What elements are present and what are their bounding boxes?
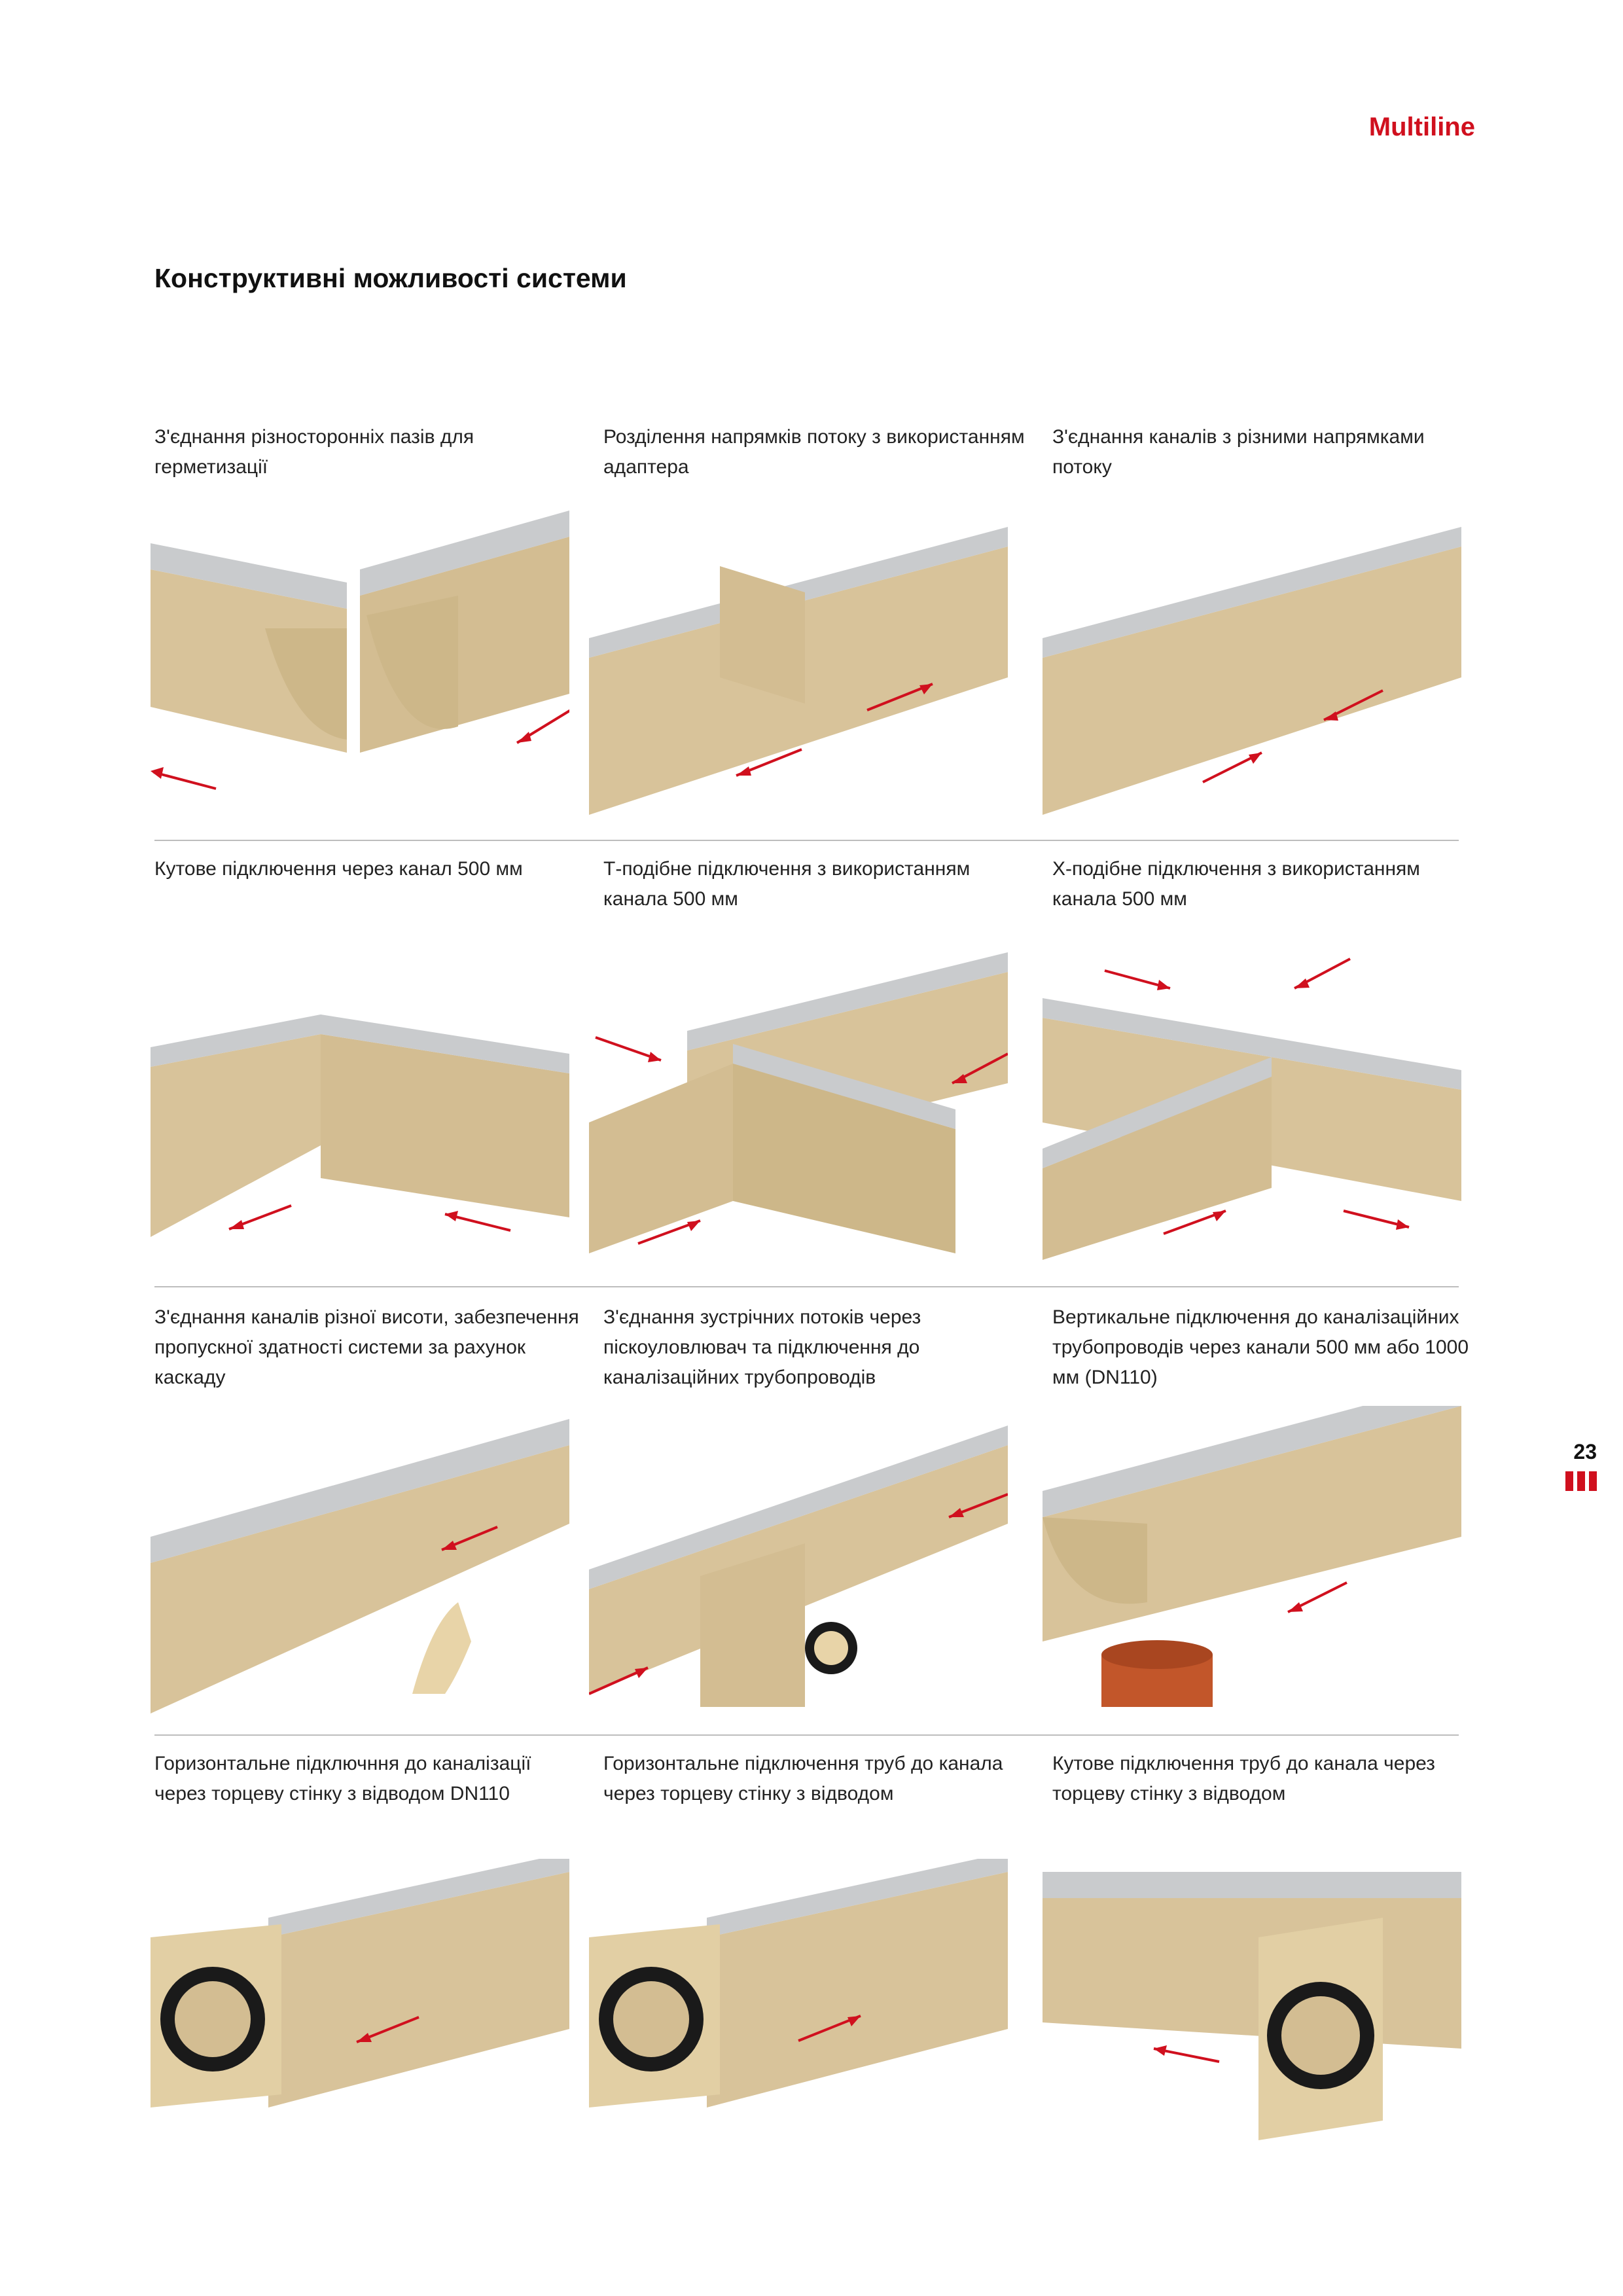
cell-caption: З'єднання каналів з різними напрямками п…	[1052, 426, 1425, 478]
converge-channel-drawing	[1043, 527, 1461, 815]
corner-channel-drawing	[151, 1014, 569, 1237]
channel-illustration	[151, 1406, 569, 1717]
cell-caption: Т-подібне підключення з використанням ка…	[603, 858, 971, 910]
channel-illustration	[589, 1406, 1008, 1717]
row-divider	[154, 1734, 1459, 1736]
channel-illustration	[151, 1859, 569, 2170]
channel-illustration	[589, 507, 1008, 818]
channel-illustration	[589, 1859, 1008, 2170]
cell-caption: Горизонтальне підключення труб до канала…	[603, 1753, 1003, 1804]
cell-caption: З'єднання зустрічних потоків через піско…	[603, 1306, 921, 1388]
row-divider	[154, 840, 1459, 841]
endcap-left-drawing	[151, 1859, 569, 2108]
channel-illustration	[589, 952, 1008, 1263]
brand-label: Multiline	[1368, 113, 1475, 141]
sandtrap-channel-drawing	[589, 1426, 1008, 1707]
cell-caption: Кутове підключення через канал 500 мм	[154, 858, 523, 880]
channel-illustration	[1043, 1406, 1461, 1717]
channel-illustration	[1043, 1859, 1461, 2170]
cell-caption: Горизонтальне підключння до каналізації …	[154, 1753, 531, 1804]
cascade-channel-drawing	[151, 1419, 569, 1713]
channel-illustration	[151, 511, 569, 821]
page-mark-icon	[1565, 1471, 1597, 1491]
page-number: 23	[1573, 1440, 1597, 1463]
cell-caption: З'єднання різносторонніх пазів для герме…	[154, 426, 474, 478]
cross-channel-drawing	[1043, 958, 1461, 1260]
page-title: Конструктивні можливості системи	[154, 263, 627, 293]
cell-caption: Кутове підключення труб до канала через …	[1052, 1753, 1435, 1804]
tee-channel-drawing	[589, 952, 1008, 1253]
endcap-corner-drawing	[1043, 1872, 1461, 2140]
endcap-right-drawing	[589, 1859, 1008, 2108]
cell-caption: Х-подібне підключення з використанням ка…	[1052, 858, 1420, 910]
split-channel-drawing	[151, 511, 569, 790]
adapter-channel-drawing	[589, 527, 1008, 815]
channel-illustration	[151, 962, 569, 1273]
cell-caption: Розділення напрямків потоку з використан…	[603, 426, 1025, 478]
cell-caption: З'єднання каналів різної висоти, забезпе…	[154, 1306, 579, 1388]
row-divider	[154, 1286, 1459, 1287]
cell-caption: Вертикальне підключення до каналізаційни…	[1052, 1306, 1469, 1388]
channel-illustration	[1043, 507, 1461, 818]
channel-illustration	[1043, 952, 1461, 1263]
vertical-outlet-drawing	[1043, 1406, 1461, 1707]
